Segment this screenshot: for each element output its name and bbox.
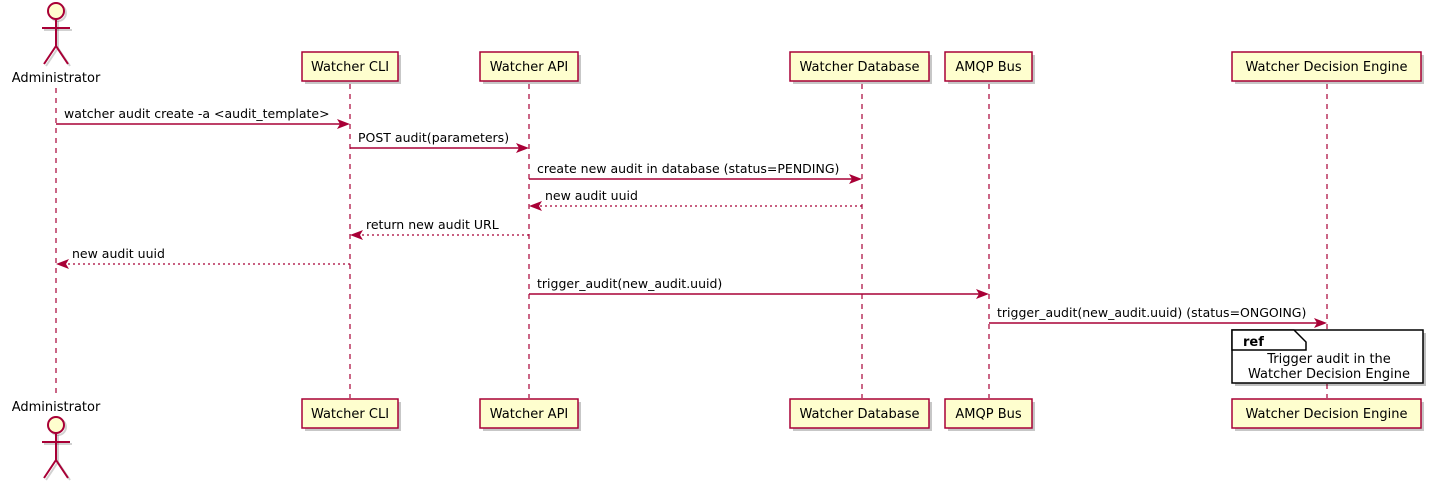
participant-label-watcher-cli-top: Watcher CLI bbox=[311, 60, 389, 75]
message-return-new-audit-url[interactable]: return new audit URL bbox=[350, 217, 529, 240]
participant-label-watcher-api-top: Watcher API bbox=[490, 60, 569, 75]
actor-administrator-bottom[interactable]: Administrator bbox=[12, 400, 101, 481]
message-new-audit-uuid-cli[interactable]: new audit uuid bbox=[56, 246, 350, 269]
participant-watcher-database-top[interactable]: Watcher Database bbox=[789, 51, 932, 84]
participant-label-watcher-database-bottom: Watcher Database bbox=[800, 407, 920, 422]
message-label-trigger-audit-ongoing: trigger_audit(new_audit.uuid) (status=ON… bbox=[997, 305, 1306, 320]
message-label-post-audit: POST audit(parameters) bbox=[358, 130, 509, 145]
ref-body-line-1: Trigger audit in the bbox=[1266, 352, 1391, 367]
participant-label-amqp-bus-top: AMQP Bus bbox=[955, 60, 1021, 75]
lifelines-layer bbox=[55, 84, 1328, 398]
message-new-audit-uuid-db[interactable]: new audit uuid bbox=[529, 188, 862, 211]
participant-label-watcher-decision-engine-bottom: Watcher Decision Engine bbox=[1246, 407, 1408, 422]
participant-watcher-decision-engine-top[interactable]: Watcher Decision Engine bbox=[1231, 51, 1424, 84]
ref-fragment-trigger-audit[interactable]: ref Trigger audit in the Watcher Decisio… bbox=[1231, 329, 1426, 386]
actor-label-administrator-top: Administrator bbox=[12, 71, 101, 86]
participant-watcher-cli-bottom[interactable]: Watcher CLI bbox=[301, 398, 401, 431]
message-trigger-audit[interactable]: trigger_audit(new_audit.uuid) bbox=[529, 276, 989, 299]
participant-watcher-api-top[interactable]: Watcher API bbox=[479, 51, 581, 84]
message-post-audit[interactable]: POST audit(parameters) bbox=[350, 130, 529, 153]
message-label-return-new-audit-url: return new audit URL bbox=[366, 217, 499, 232]
message-label-trigger-audit: trigger_audit(new_audit.uuid) bbox=[537, 276, 722, 291]
message-label-create-new-audit: create new audit in database (status=PEN… bbox=[537, 161, 839, 176]
participant-label-watcher-api-bottom: Watcher API bbox=[490, 407, 569, 422]
participant-amqp-bus-bottom[interactable]: AMQP Bus bbox=[944, 398, 1035, 431]
ref-operator-label: ref bbox=[1243, 335, 1264, 350]
participant-amqp-bus-top[interactable]: AMQP Bus bbox=[944, 51, 1035, 84]
message-label-new-audit-uuid-db: new audit uuid bbox=[545, 188, 638, 203]
message-create-new-audit[interactable]: create new audit in database (status=PEN… bbox=[529, 161, 862, 184]
actor-stick-figure-icon-bottom bbox=[42, 416, 70, 479]
message-watcher-audit-create[interactable]: watcher audit create -a <audit_template> bbox=[56, 106, 350, 129]
actor-label-administrator-bottom: Administrator bbox=[12, 400, 101, 415]
actor-stick-figure-icon-top bbox=[42, 2, 70, 65]
participant-label-watcher-cli-bottom: Watcher CLI bbox=[311, 407, 389, 422]
participant-watcher-cli-top[interactable]: Watcher CLI bbox=[301, 51, 401, 84]
participant-watcher-database-bottom[interactable]: Watcher Database bbox=[789, 398, 932, 431]
participant-watcher-api-bottom[interactable]: Watcher API bbox=[479, 398, 581, 431]
participant-label-watcher-decision-engine-top: Watcher Decision Engine bbox=[1246, 60, 1408, 75]
actor-administrator-top[interactable]: Administrator bbox=[12, 2, 101, 86]
participant-label-watcher-database-top: Watcher Database bbox=[800, 60, 920, 75]
message-label-new-audit-uuid-cli: new audit uuid bbox=[72, 246, 165, 261]
participant-watcher-decision-engine-bottom[interactable]: Watcher Decision Engine bbox=[1231, 398, 1424, 431]
message-label-watcher-audit-create: watcher audit create -a <audit_template> bbox=[64, 106, 330, 121]
message-trigger-audit-ongoing[interactable]: trigger_audit(new_audit.uuid) (status=ON… bbox=[989, 305, 1327, 328]
ref-body-line-2: Watcher Decision Engine bbox=[1248, 367, 1410, 382]
participant-label-amqp-bus-bottom: AMQP Bus bbox=[955, 407, 1021, 422]
